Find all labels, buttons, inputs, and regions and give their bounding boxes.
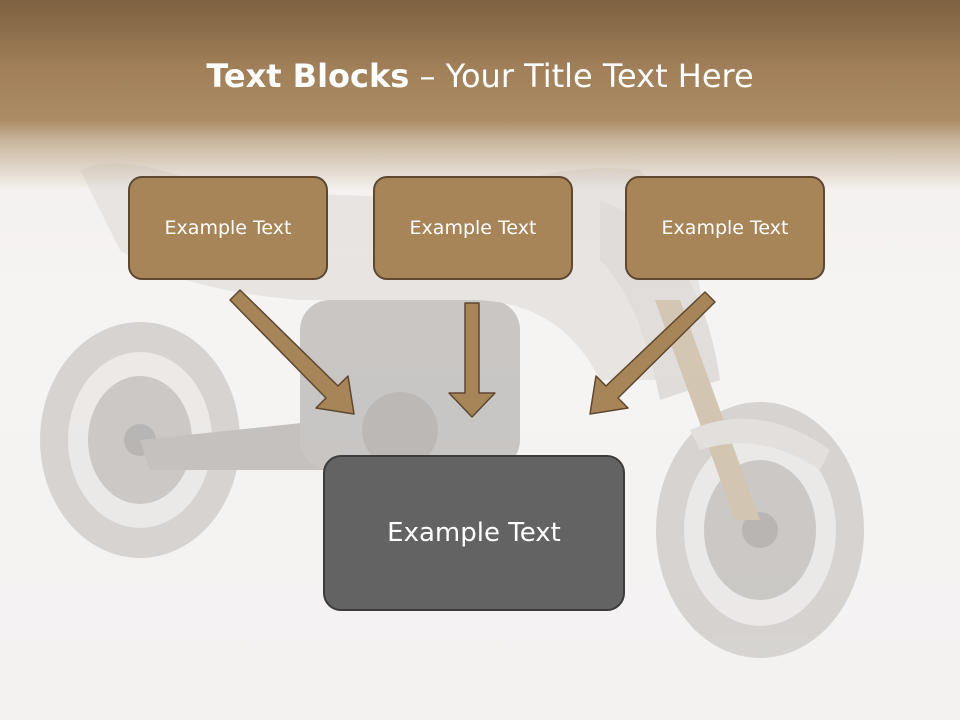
text-block-2-label: Example Text xyxy=(409,217,537,239)
text-block-3-label: Example Text xyxy=(661,217,789,239)
text-block-1-label: Example Text xyxy=(164,217,292,239)
arrow-right xyxy=(589,291,716,415)
title-bold: Text Blocks xyxy=(206,57,410,95)
center-text-block-label: Example Text xyxy=(387,518,561,548)
arrow-left xyxy=(229,289,355,415)
title-rest: – Your Title Text Here xyxy=(409,57,754,95)
title-bar xyxy=(0,0,960,190)
center-text-block[interactable]: Example Text xyxy=(323,455,625,611)
arrow-center xyxy=(448,302,496,418)
text-block-1[interactable]: Example Text xyxy=(128,176,328,280)
text-block-2[interactable]: Example Text xyxy=(373,176,573,280)
text-block-3[interactable]: Example Text xyxy=(625,176,825,280)
slide-title: Text Blocks – Your Title Text Here xyxy=(0,52,960,100)
